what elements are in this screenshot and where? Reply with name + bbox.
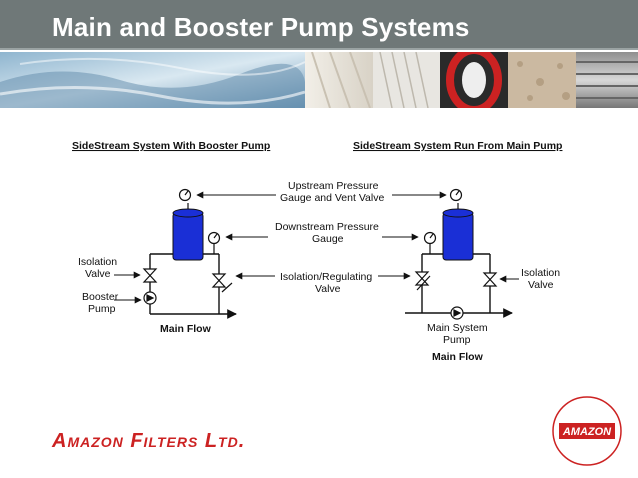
left-booster-label-line1: Booster <box>82 291 119 303</box>
right-downstream-gauge-icon <box>423 231 437 254</box>
slide-title: Main and Booster Pump Systems <box>52 12 470 42</box>
right-system-heading: SideStream System Run From Main Pump <box>353 140 562 152</box>
right-main-pump-label-line1: Main System <box>427 322 488 334</box>
left-isolation-valve-icon <box>142 268 158 283</box>
amazon-logo: AMAZON <box>552 396 622 466</box>
title-bar: Main and Booster Pump Systems <box>0 0 638 50</box>
left-system-heading: SideStream System With Booster Pump <box>72 140 270 152</box>
left-isolation-label-line1: Isolation <box>78 256 117 268</box>
right-upstream-gauge-icon <box>449 188 463 202</box>
pump-system-diagram: SideStream System With Booster Pump Side… <box>72 140 562 363</box>
right-isolation-label-line2: Valve <box>528 279 554 291</box>
isolation-regulating-callout-line2: Valve <box>315 283 341 295</box>
left-regulating-valve-icon <box>211 273 233 293</box>
downstream-callout-line2: Gauge <box>312 233 344 245</box>
banner-cartridge-panel <box>440 52 508 108</box>
right-isolation-valve-icon <box>482 272 498 287</box>
right-isolation-label-line1: Isolation <box>521 267 560 279</box>
isolation-regulating-callout-line1: Isolation/Regulating <box>280 271 372 283</box>
left-main-flow-label: Main Flow <box>160 323 212 335</box>
right-main-pump-label-line2: Pump <box>443 334 471 346</box>
title-underline <box>0 48 638 50</box>
left-filter-housing <box>172 203 204 261</box>
banner-metal-panel <box>576 52 638 108</box>
right-regulating-valve-icon <box>414 271 431 291</box>
upstream-callout-line2: Gauge and Vent Valve <box>280 192 384 204</box>
banner-water-panel <box>0 52 306 108</box>
left-upstream-gauge-icon <box>178 188 192 202</box>
left-booster-pump-icon <box>143 291 157 305</box>
left-booster-label-line2: Pump <box>88 303 116 315</box>
banner-media-panel <box>508 52 576 108</box>
banner-image <box>0 52 638 108</box>
upstream-callout-line1: Upstream Pressure <box>288 180 379 192</box>
right-main-flow-label: Main Flow <box>432 351 484 363</box>
banner-pleat-panel <box>373 52 440 108</box>
banner-filter-panel <box>305 52 373 108</box>
left-downstream-gauge-icon <box>207 231 221 254</box>
left-system <box>149 253 237 319</box>
right-filter-housing <box>442 203 474 261</box>
logo-text: AMAZON <box>562 426 612 438</box>
company-name: Amazon Filters Ltd. <box>52 430 246 452</box>
downstream-callout-line1: Downstream Pressure <box>275 221 379 233</box>
right-main-pump-icon <box>450 306 464 320</box>
left-isolation-label-line2: Valve <box>85 268 111 280</box>
